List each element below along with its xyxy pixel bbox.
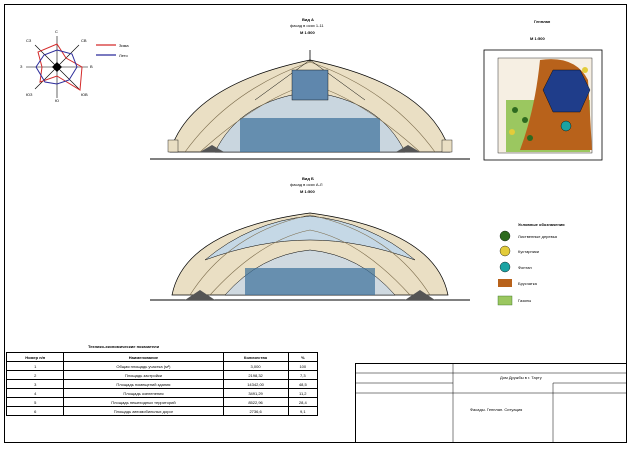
- tep-cell: 1: [5, 361, 65, 371]
- fountain-icon: [499, 261, 511, 273]
- wind-rose: [26, 36, 116, 98]
- tep-cell: 5: [5, 397, 65, 407]
- view-a-subtitle: фасад в осях 1-11: [290, 23, 324, 28]
- tep-cell: 14342,00: [222, 379, 289, 389]
- tep-cell: 3: [5, 379, 65, 389]
- legend-title: Условные обозначения: [518, 222, 565, 227]
- tep-header-cell: %: [287, 352, 319, 362]
- legend-item-deciduous: Лиственные деревья: [518, 234, 558, 239]
- tep-cell: 2198,32: [222, 370, 289, 380]
- genplan-title: Генплан: [534, 19, 551, 24]
- shrub-icon: [499, 245, 511, 257]
- tep-cell: 6: [5, 406, 65, 416]
- tep-cell: 2: [5, 370, 65, 380]
- wind-dir-east: В: [90, 64, 93, 69]
- view-a-title: Вид А: [302, 17, 314, 22]
- wind-dir-southeast: ЮВ: [81, 92, 88, 97]
- tep-cell: 4: [5, 388, 65, 398]
- tep-cell: 3491,29: [222, 388, 289, 398]
- paving-icon: [498, 279, 512, 287]
- wind-dir-west: З: [20, 64, 23, 69]
- title-block-lines: [355, 363, 627, 443]
- legend-item-shrubs: Кустарники: [518, 249, 539, 254]
- wind-dir-northwest: СЗ: [26, 38, 32, 43]
- tep-cell: 9,1: [287, 406, 319, 416]
- wind-rose-winter: [37, 43, 83, 91]
- view-a-scale: М 1:500: [300, 30, 315, 35]
- view-b-subtitle: фасад в осях А-Л: [290, 182, 323, 187]
- tep-cell: Площадь пешеходных территорий: [63, 397, 224, 407]
- tep-cell: Площадь застройки: [63, 370, 224, 380]
- tep-title: Технико-экономические показатели: [88, 344, 160, 349]
- view-b-scale: М 1:500: [300, 189, 315, 194]
- tep-cell: 7,3: [287, 370, 319, 380]
- tep-cell: 28,4: [287, 397, 319, 407]
- title-block: [355, 363, 627, 443]
- wind-dir-south: Ю: [55, 98, 60, 103]
- sheet-frame: [4, 4, 627, 443]
- tep-cell: 100: [287, 361, 319, 371]
- tep-cell: Общая площадь участка (м²): [63, 361, 224, 371]
- tep-header-cell: Количество: [222, 352, 289, 362]
- view-b-title: Вид Б: [302, 176, 314, 181]
- wind-legend-winter: Зима: [119, 43, 129, 48]
- wind-dir-north: С: [55, 29, 58, 34]
- title-block-sheet: Фасады. Генплан. Ситуация: [470, 407, 523, 412]
- tep-cell: 2736,6: [222, 406, 289, 416]
- tep-cell: Площадь автомобильных дорог: [63, 406, 224, 416]
- title-block-project: Дом Дружбы в г. Тарту: [500, 375, 542, 380]
- wind-legend-summer: Лето: [119, 53, 128, 58]
- legend-item-lawn: Газоны: [518, 298, 532, 303]
- tep-cell: 8522,96: [222, 397, 289, 407]
- facade-b: [150, 212, 470, 301]
- tep-header-cell: Номер п/п: [5, 352, 65, 362]
- legend-item-fountain: Фонтан: [518, 265, 532, 270]
- tep-cell: Площадь помещений здания: [63, 379, 224, 389]
- genplan-scale: М 1:500: [530, 36, 545, 41]
- facade-a: [150, 50, 470, 160]
- tep-header-cell: Наименование: [63, 352, 224, 362]
- tep-cell: 11,2: [287, 388, 319, 398]
- wind-dir-northeast: СВ: [81, 38, 87, 43]
- tep-cell: 48,5: [287, 379, 319, 389]
- legend-icons: [497, 230, 513, 306]
- genplan-drawing: [483, 49, 603, 161]
- deciduous-tree-icon: [499, 230, 511, 242]
- wind-dir-southwest: ЮЗ: [26, 92, 33, 97]
- lawn-icon: [497, 295, 513, 306]
- legend-item-paving: Брусчатка: [518, 281, 537, 286]
- tep-cell: Площадь озеленения: [63, 388, 224, 398]
- wind-rose-summer: [35, 49, 78, 85]
- tep-cell: 3,000: [222, 361, 289, 371]
